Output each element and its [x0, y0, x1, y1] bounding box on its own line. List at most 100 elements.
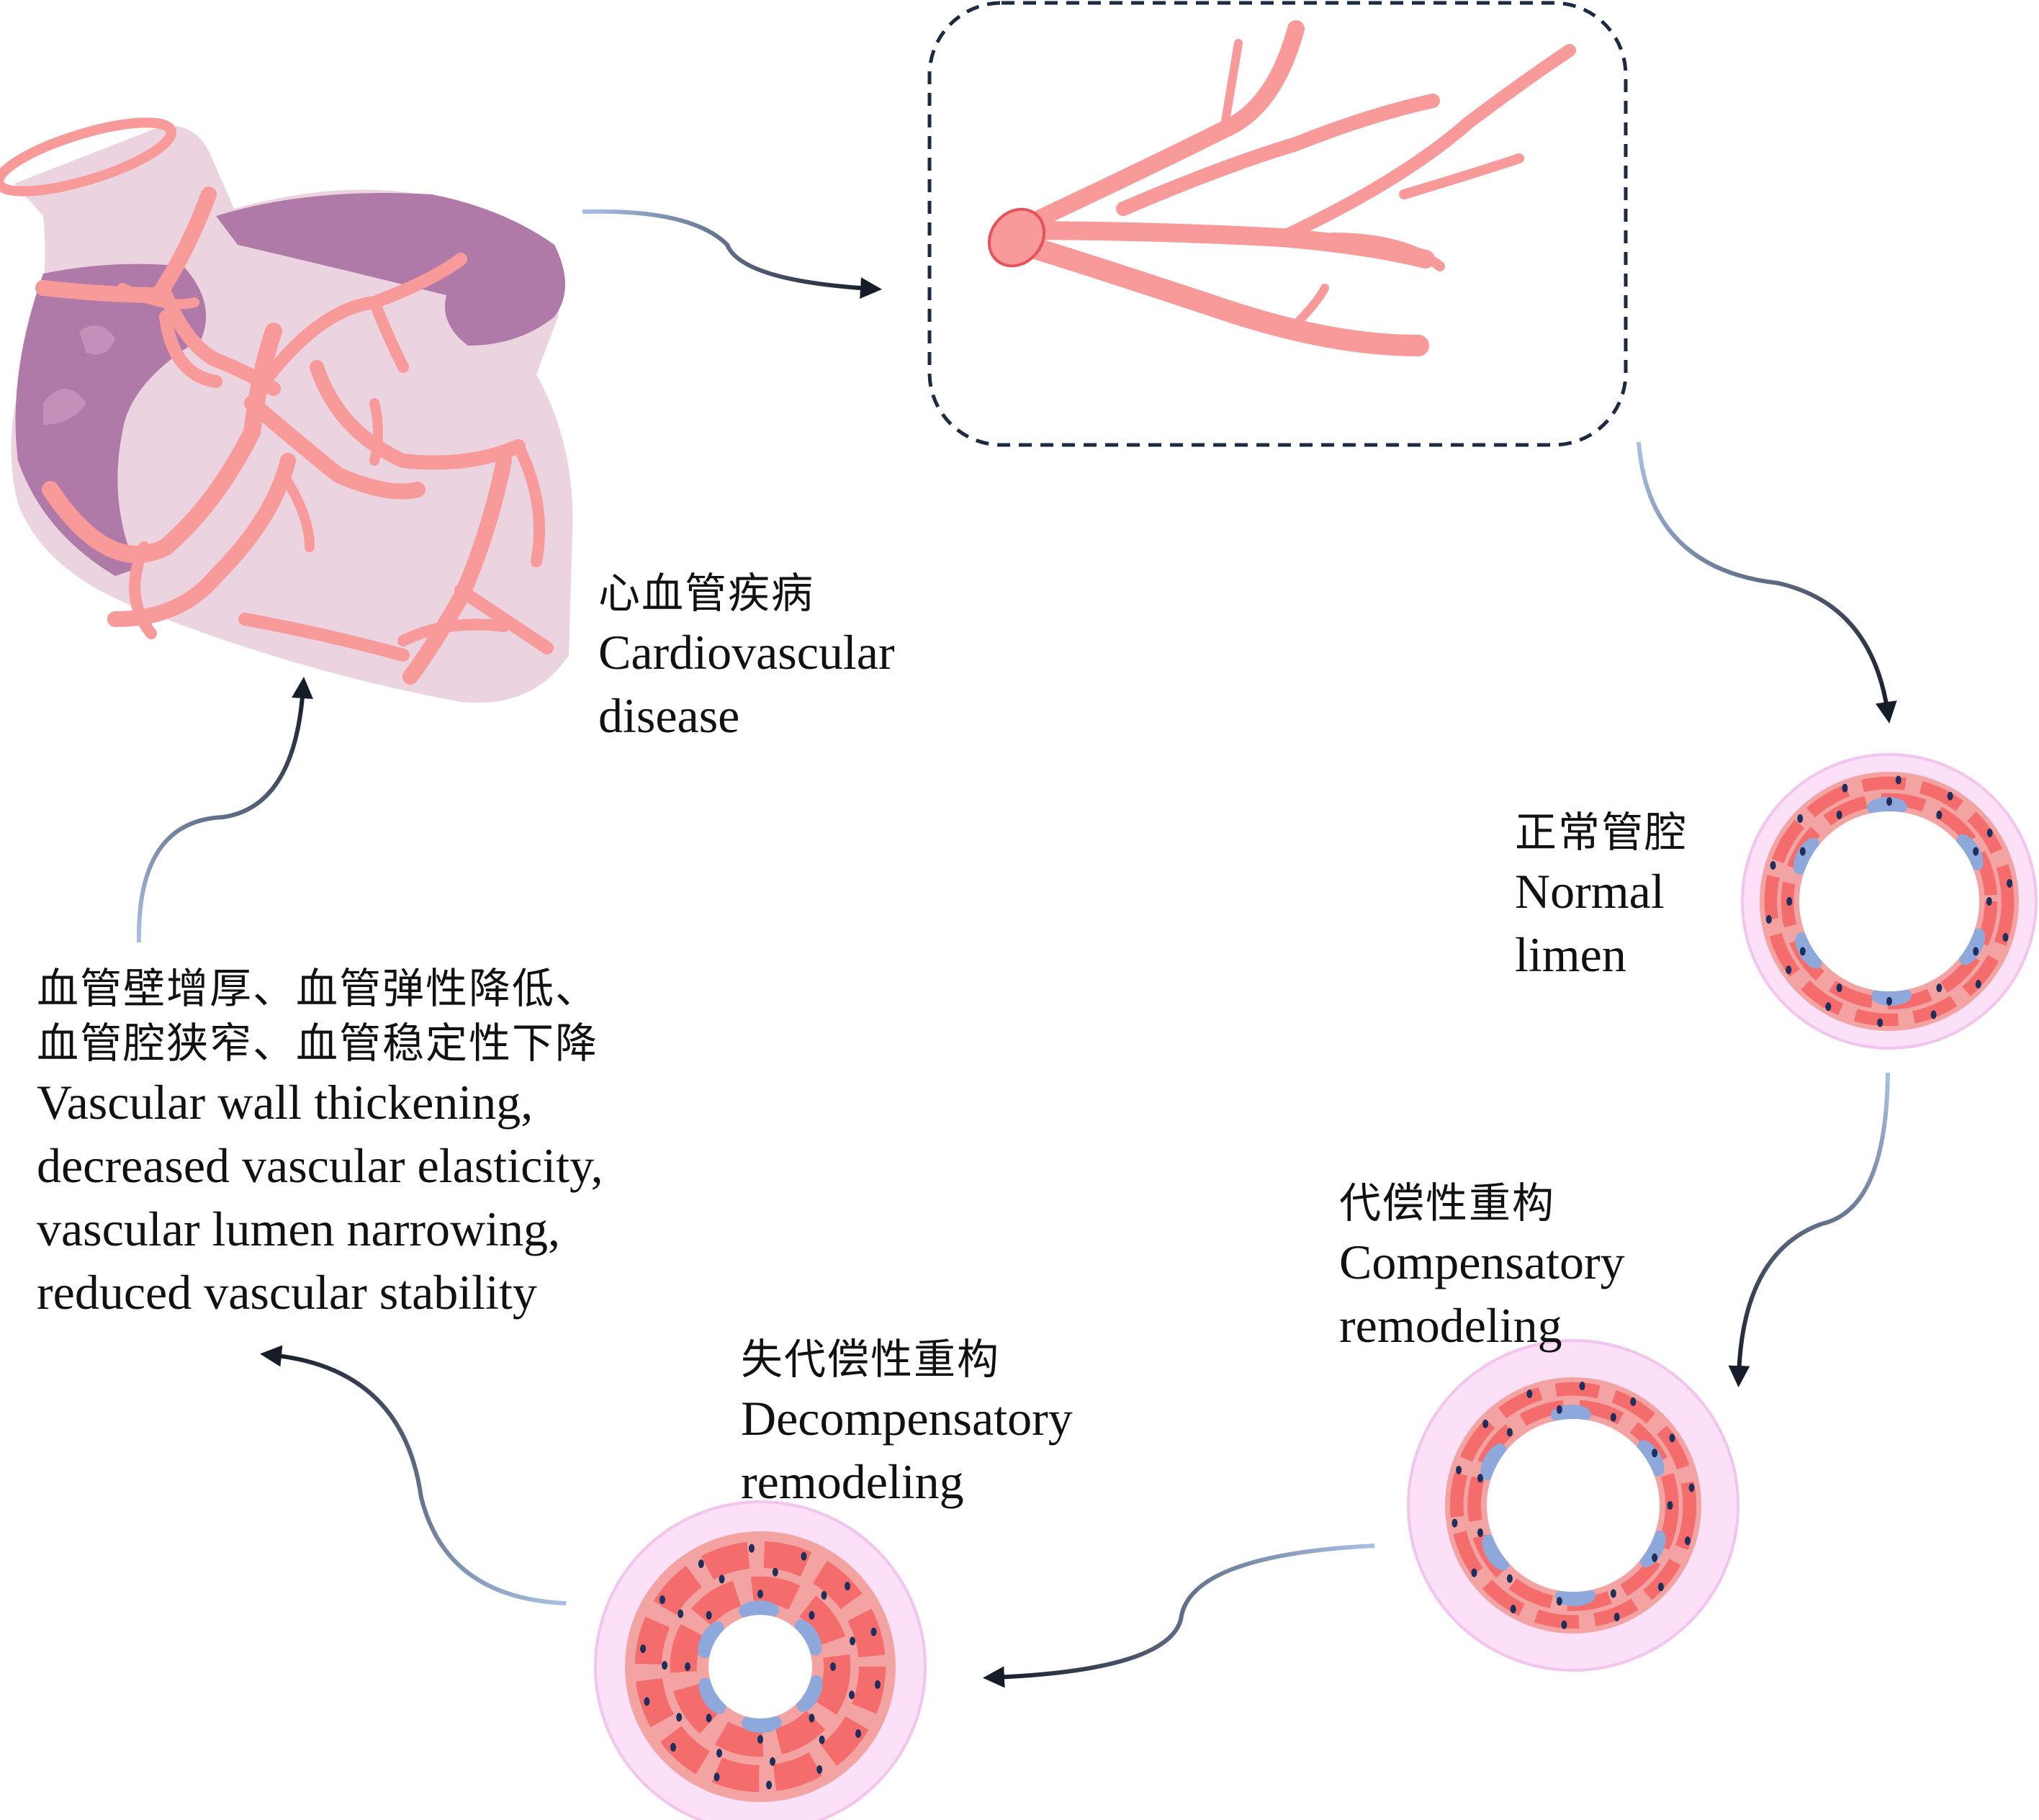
label-zh: 心血管疾病: [598, 569, 815, 618]
cell-nucleus: [1630, 1397, 1637, 1406]
cell-nucleus: [1947, 791, 1953, 801]
arrow-normal-to-compensatory: [1728, 1072, 1890, 1387]
cell-nucleus: [1936, 983, 1943, 993]
cell-nucleus: [678, 1609, 684, 1618]
cell-nucleus: [1610, 1413, 1616, 1422]
cell-nucleus: [870, 1627, 877, 1636]
cell-nucleus: [816, 1765, 823, 1774]
label-en-line1: Cardiovascular: [598, 625, 895, 680]
cell-nucleus: [2002, 932, 2009, 942]
cell-nucleus: [1657, 1582, 1664, 1592]
cell-nucleus: [670, 1742, 677, 1752]
cell-nucleus: [1456, 1465, 1462, 1474]
cell-nucleus: [676, 1713, 683, 1722]
label-normal-lumen: 正常管腔 Normal limen: [1515, 805, 1688, 986]
cell-nucleus: [1877, 1018, 1883, 1027]
cell-nucleus: [1799, 847, 1806, 856]
label-en-line1: Compensatory: [1339, 1235, 1625, 1289]
cell-nucleus: [830, 1662, 836, 1671]
cell-nucleus: [1556, 1405, 1562, 1414]
label-zh-line1: 血管壁增厚、血管弹性降低、: [37, 964, 599, 1013]
cell-nucleus: [644, 1697, 650, 1706]
label-zh: 失代偿性重构: [741, 1335, 1001, 1384]
cell-nucleus: [698, 1559, 704, 1569]
cell-nucleus: [1886, 996, 1892, 1006]
cell-nucleus: [1652, 1449, 1658, 1458]
label-en-line2: disease: [598, 688, 740, 743]
label-en-line2: limen: [1515, 927, 1626, 982]
arrow-artery-to-normal: [1637, 441, 1897, 724]
cell-nucleus: [716, 1749, 723, 1758]
cell-nucleus: [770, 1757, 776, 1766]
cell-nucleus: [1895, 775, 1901, 785]
cell-nucleus: [706, 1713, 712, 1723]
artery-tree-illustration: [990, 20, 1576, 356]
compensatory-remodeling-cross-section: [1407, 1339, 1739, 1672]
cell-nucleus: [766, 1780, 773, 1790]
cell-nucleus: [659, 1595, 665, 1604]
label-en-line2: remodeling: [741, 1454, 964, 1509]
cell-nucleus: [1973, 847, 1979, 856]
cell-nucleus: [874, 1680, 881, 1689]
cell-nucleus: [685, 1662, 690, 1671]
label-cardiovascular-disease: 心血管疾病 Cardiovascular disease: [598, 566, 895, 747]
cell-nucleus: [1975, 980, 1981, 989]
arrow-decompensatory-to-effects: [260, 1345, 567, 1605]
cell-nucleus: [1667, 1501, 1673, 1510]
label-decompensatory-remodeling: 失代偿性重构 Decompensatory remodeling: [741, 1332, 1073, 1513]
label-zh: 正常管腔: [1515, 808, 1688, 857]
label-en-line1: Vascular wall thickening,: [37, 1075, 534, 1130]
cell-nucleus: [714, 1772, 720, 1782]
cell-nucleus: [855, 1729, 862, 1739]
cell-nucleus: [1836, 983, 1842, 993]
label-en-line2: decreased vascular elasticity,: [37, 1138, 603, 1193]
label-en-line1: Decompensatory: [741, 1391, 1073, 1446]
artery-cross-section-opening: [987, 207, 1046, 268]
cell-nucleus: [757, 1590, 763, 1598]
cell-nucleus: [1973, 947, 1979, 956]
cell-nucleus: [640, 1644, 647, 1654]
cell-nucleus: [1786, 897, 1793, 906]
cell-nucleus: [1930, 1010, 1937, 1019]
cell-nucleus: [1477, 1528, 1483, 1537]
cell-nucleus: [1986, 828, 1993, 837]
cell-nucleus: [662, 1661, 668, 1670]
cell-nucleus: [1451, 1518, 1458, 1528]
decompensatory-remodeling-cross-section: [594, 1500, 927, 1820]
cell-nucleus: [848, 1690, 855, 1700]
cell-nucleus: [2007, 878, 2013, 888]
cell-nucleus: [1986, 897, 1992, 906]
cell-nucleus: [1825, 1002, 1832, 1012]
label-en-line3: vascular lumen narrowing,: [37, 1202, 560, 1256]
cell-nucleus: [1688, 1483, 1695, 1492]
cell-nucleus: [1579, 1382, 1585, 1391]
cell-nucleus: [1836, 810, 1842, 819]
cell-nucleus: [1770, 861, 1776, 870]
label-en-line2: remodeling: [1339, 1298, 1562, 1353]
normal-lumen-cross-section: [1741, 753, 2038, 1050]
label-compensatory-remodeling: 代偿性重构 Compensatory remodeling: [1339, 1176, 1625, 1357]
cell-nucleus: [809, 1610, 815, 1620]
cell-nucleus: [850, 1636, 856, 1646]
cell-nucleus: [706, 1610, 712, 1620]
cell-nucleus: [1610, 1589, 1616, 1598]
cell-nucleus: [1477, 1474, 1483, 1483]
cell-nucleus: [1526, 1389, 1533, 1399]
cell-nucleus: [1786, 965, 1792, 975]
label-zh: 代偿性重构: [1339, 1179, 1556, 1227]
cell-nucleus: [821, 1590, 827, 1600]
cell-nucleus: [1510, 1605, 1516, 1614]
cell-nucleus: [801, 1551, 807, 1561]
cell-nucleus: [1561, 1620, 1567, 1629]
cell-nucleus: [1684, 1536, 1691, 1546]
cell-nucleus: [1506, 1574, 1513, 1583]
label-vascular-effects: 血管壁增厚、血管弹性降低、 血管腔狭窄、血管稳定性下降 Vascular wal…: [37, 961, 603, 1324]
cell-nucleus: [1797, 814, 1804, 823]
arrow-effects-to-heart: [136, 677, 313, 943]
cell-nucleus: [1556, 1597, 1562, 1606]
cell-nucleus: [1613, 1612, 1620, 1621]
label-zh-line2: 血管腔狭窄、血管稳定性下降: [37, 1019, 599, 1068]
heart-illustration: [0, 117, 573, 703]
